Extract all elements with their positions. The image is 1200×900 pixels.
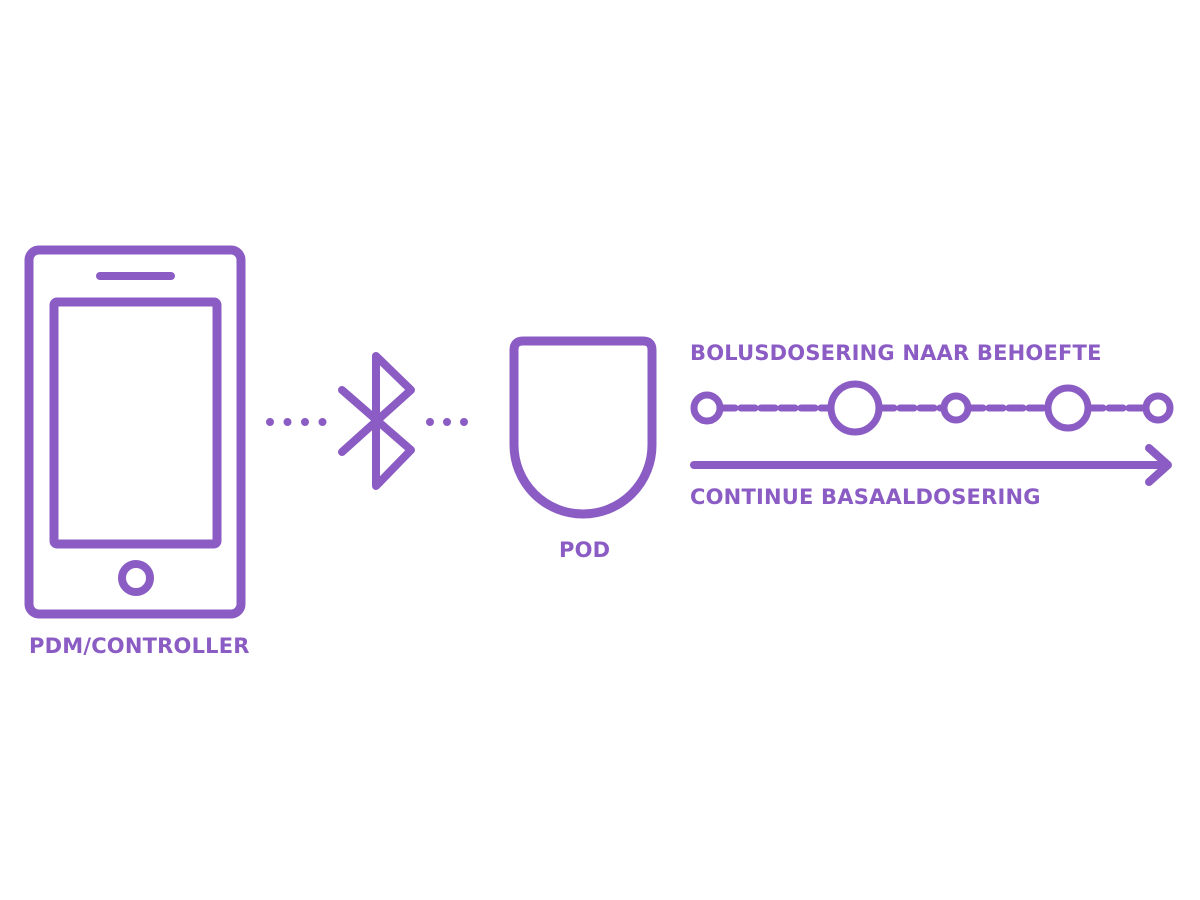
bolus-label: BOLUSDOSERING NAAR BEHOEFTE <box>690 341 1102 365</box>
phone-body <box>24 245 246 619</box>
phone-home-button <box>118 560 154 596</box>
arrow-right-icon <box>1145 444 1172 486</box>
bolus-dose-medium <box>1044 384 1092 432</box>
basal-arrow <box>690 444 1172 486</box>
bolus-dose-small <box>690 391 724 425</box>
basal-label: CONTINUE BASAALDOSERING <box>690 485 1041 509</box>
pod-icon <box>509 336 657 519</box>
pod-label: POD <box>559 538 611 562</box>
smartphone-icon <box>24 245 246 619</box>
phone-screen <box>49 297 222 549</box>
bolus-track <box>690 380 1174 436</box>
bolus-dose-small <box>940 392 972 424</box>
controller-label: PDM/CONTROLLER <box>29 634 250 658</box>
bolus-dose-small <box>1142 392 1174 424</box>
bolus-dose-large <box>827 380 883 436</box>
bluetooth-icon <box>338 352 415 490</box>
